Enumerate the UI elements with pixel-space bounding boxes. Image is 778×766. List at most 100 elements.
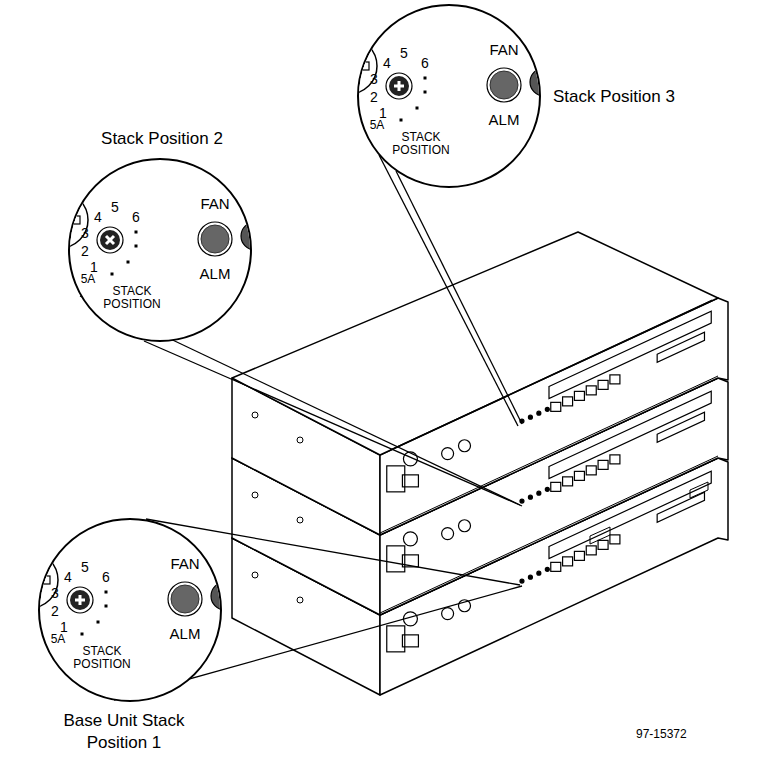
position-number: 5A bbox=[370, 119, 385, 132]
unit-detail bbox=[135, 231, 138, 234]
unit-detail bbox=[68, 192, 252, 276]
unit-detail bbox=[106, 236, 114, 244]
unit-detail bbox=[67, 587, 93, 613]
unit-detail bbox=[424, 91, 427, 94]
unit-detail bbox=[459, 520, 471, 532]
magnifier-circle: Stack Position 2FANALM456321STACK POSITI… bbox=[68, 158, 252, 342]
unit-detail bbox=[403, 532, 417, 546]
unit-detail bbox=[135, 245, 138, 248]
unit-detail bbox=[610, 535, 620, 544]
unit-detail bbox=[357, 38, 377, 94]
unit-detail bbox=[424, 77, 427, 80]
unit-detail bbox=[545, 567, 549, 571]
unit-detail bbox=[586, 546, 596, 555]
unit-detail bbox=[549, 391, 711, 478]
unit-detail bbox=[357, 38, 541, 122]
unit-detail bbox=[38, 552, 58, 608]
unit-detail bbox=[574, 391, 584, 400]
panel-closeup bbox=[68, 158, 252, 342]
unit-detail bbox=[400, 119, 403, 122]
unit-detail bbox=[657, 492, 704, 522]
unit-detail bbox=[537, 491, 541, 495]
unit-detail bbox=[211, 582, 222, 610]
unit-detail bbox=[97, 621, 100, 624]
position-number: 3 bbox=[370, 72, 378, 87]
unit-detail bbox=[520, 499, 524, 503]
unit-detail bbox=[487, 68, 521, 102]
unit-detail bbox=[551, 562, 561, 571]
magnifier-circle: Stack Position 3FANALM456321STACK POSITI… bbox=[357, 4, 541, 188]
switch-label: STACK POSITION bbox=[72, 645, 132, 671]
magnifier-circle: Base Unit Stack Position 1FANALM456321ST… bbox=[38, 518, 222, 702]
position-number: 5 bbox=[400, 46, 408, 61]
unit-detail bbox=[563, 557, 573, 566]
unit-detail bbox=[127, 261, 130, 264]
unit-detail bbox=[402, 475, 418, 487]
unit-detail bbox=[442, 608, 454, 620]
unit-detail bbox=[545, 487, 549, 491]
position-number: 5 bbox=[111, 200, 119, 215]
position-number: 3 bbox=[81, 226, 89, 241]
unit-detail bbox=[520, 579, 524, 583]
position-number: 4 bbox=[383, 56, 391, 71]
unit-detail bbox=[563, 477, 573, 486]
unit-detail bbox=[97, 227, 123, 253]
unit-detail bbox=[386, 73, 412, 99]
unit-detail bbox=[549, 311, 711, 398]
switch-label: STACK POSITION bbox=[391, 131, 451, 157]
unit-detail bbox=[563, 397, 573, 406]
position-number: 3 bbox=[51, 586, 59, 601]
unit-detail bbox=[528, 495, 532, 499]
unit-detail bbox=[528, 575, 532, 579]
unit-detail bbox=[610, 455, 620, 464]
unit-detail bbox=[105, 605, 108, 608]
unit-detail bbox=[416, 107, 419, 110]
led-label: FAN bbox=[170, 556, 199, 573]
unit-detail bbox=[241, 222, 252, 250]
led-label: ALM bbox=[170, 626, 201, 643]
unit-detail bbox=[168, 582, 202, 616]
unit-detail bbox=[528, 415, 532, 419]
unit-detail bbox=[657, 412, 704, 442]
unit-detail bbox=[530, 68, 541, 96]
position-number: 6 bbox=[421, 56, 429, 71]
position-number: 6 bbox=[132, 210, 140, 225]
position-number: 2 bbox=[81, 244, 89, 259]
unit-detail bbox=[586, 386, 596, 395]
unit-heading: Stack Position 2 bbox=[101, 128, 223, 150]
unit-detail bbox=[198, 222, 232, 256]
position-number: 5A bbox=[51, 633, 66, 646]
unit-detail bbox=[75, 595, 85, 605]
unit-detail bbox=[598, 540, 608, 549]
unit-detail bbox=[68, 192, 88, 248]
unit-detail bbox=[171, 585, 199, 613]
unit-detail bbox=[574, 551, 584, 560]
led-label: ALM bbox=[489, 112, 520, 129]
unit-detail bbox=[490, 71, 518, 99]
unit-detail bbox=[81, 633, 84, 636]
unit-detail bbox=[70, 590, 90, 610]
unit-detail bbox=[551, 402, 561, 411]
unit-detail bbox=[598, 380, 608, 389]
unit-detail bbox=[105, 591, 108, 594]
unit-heading: Stack Position 3 bbox=[553, 86, 675, 108]
unit-detail bbox=[545, 407, 549, 411]
position-number: 5 bbox=[81, 560, 89, 575]
unit-detail bbox=[459, 440, 471, 452]
unit-detail bbox=[537, 571, 541, 575]
unit-detail bbox=[537, 411, 541, 415]
unit-detail bbox=[586, 466, 596, 475]
unit-detail bbox=[551, 482, 561, 491]
unit-detail bbox=[38, 552, 222, 636]
unit-detail bbox=[394, 81, 404, 91]
unit-detail bbox=[442, 448, 454, 460]
unit-detail bbox=[111, 273, 114, 276]
switch-label: STACK POSITION bbox=[102, 285, 162, 311]
unit-detail bbox=[201, 225, 229, 253]
panel-closeup bbox=[357, 4, 541, 188]
unit-detail bbox=[402, 635, 418, 647]
led-label: ALM bbox=[200, 266, 231, 283]
unit-detail bbox=[68, 216, 80, 224]
unit-detail bbox=[100, 230, 120, 250]
panel-closeup bbox=[38, 518, 222, 702]
